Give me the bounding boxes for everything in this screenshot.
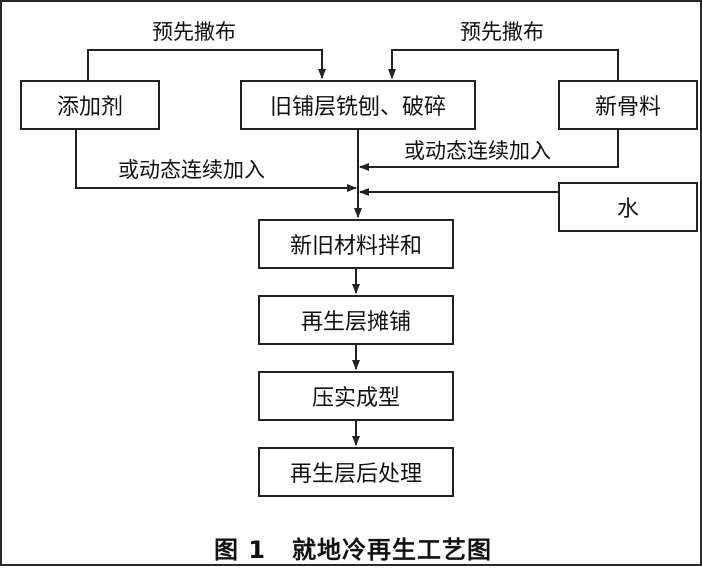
curing-box: 再生层后处理 — [258, 447, 454, 497]
mill-crush-box: 旧铺层铣刨、破碎 — [240, 80, 476, 130]
new-aggregate-box: 新骨料 — [558, 80, 698, 130]
compaction-box: 压实成型 — [258, 371, 454, 421]
dynamic-right-label: 或动态连续加入 — [404, 139, 551, 163]
spreading-box: 再生层摊铺 — [258, 295, 454, 345]
water-box: 水 — [558, 182, 698, 232]
figure-caption: 图 1 就地冷再生工艺图 — [2, 530, 702, 565]
figure-title: 就地冷再生工艺图 — [292, 536, 493, 564]
mixing-box: 新旧材料拌和 — [258, 219, 454, 269]
dynamic-right-connector — [359, 130, 619, 171]
figure-number: 图 1 — [213, 536, 267, 564]
prespread-left-connector — [87, 49, 326, 80]
prespread-right-label: 预先撒布 — [460, 20, 544, 44]
prespread-right-connector — [388, 49, 619, 80]
dynamic-left-connector — [75, 130, 357, 192]
additive-box: 添加剂 — [20, 80, 160, 130]
prespread-left-label: 预先撒布 — [152, 20, 236, 44]
dynamic-left-label: 或动态连续加入 — [118, 158, 265, 182]
